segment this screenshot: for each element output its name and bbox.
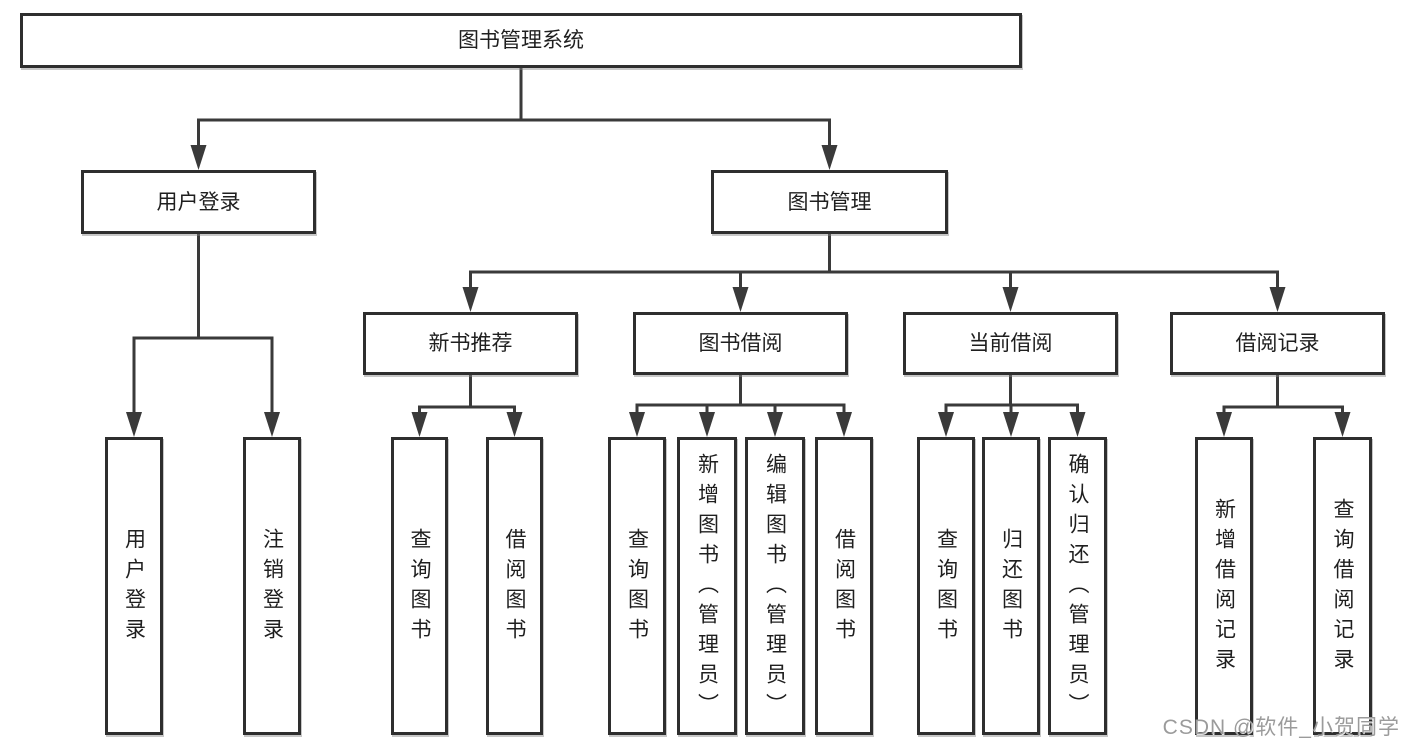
node-book-management-label: 图书管理 — [787, 190, 872, 214]
leaf-query-borrow-record-label: 查询借阅记录 — [1331, 498, 1354, 678]
leaf-logout: 注销登录 — [243, 437, 301, 735]
node-current-borrow: 当前借阅 — [903, 312, 1118, 375]
branch-user-login — [126, 234, 280, 437]
branch-book-management — [462, 234, 1286, 312]
leaf-query-borrow-record: 查询借阅记录 — [1313, 437, 1372, 735]
leaf-query-book-1: 查询图书 — [391, 437, 448, 735]
node-new-book-recommend: 新书推荐 — [363, 312, 578, 375]
leaf-confirm-return-admin: 确认归还（管理员） — [1048, 437, 1107, 735]
branch-root — [190, 68, 838, 170]
node-user-login-label: 用户登录 — [156, 190, 241, 214]
leaf-borrow-book-1: 借阅图书 — [486, 437, 543, 735]
leaf-add-borrow-record-label: 新增借阅记录 — [1212, 498, 1236, 678]
arrowhead-icon — [264, 412, 280, 437]
node-book-borrow-label: 图书借阅 — [698, 332, 783, 355]
leaf-borrow-book-2-label: 借阅图书 — [832, 528, 856, 648]
arrowhead-icon — [1003, 412, 1019, 437]
node-current-borrow-label: 当前借阅 — [968, 332, 1053, 355]
leaf-confirm-return-admin-label: 确认归还（管理员） — [1066, 453, 1089, 723]
arrowhead-icon — [1269, 287, 1286, 312]
leaf-return-book-label: 归还图书 — [999, 528, 1023, 648]
leaf-borrow-book-2: 借阅图书 — [815, 437, 873, 735]
leaf-logout-label: 注销登录 — [260, 528, 284, 648]
leaf-query-book-2: 查询图书 — [608, 437, 666, 735]
arrowhead-icon — [821, 145, 838, 170]
node-root-label: 图书管理系统 — [458, 29, 584, 52]
leaf-query-book-3: 查询图书 — [917, 437, 975, 735]
arrowhead-icon — [1216, 412, 1232, 437]
node-borrow-records: 借阅记录 — [1170, 312, 1385, 375]
branch-new-book-recommend — [411, 375, 523, 437]
arrowhead-icon — [732, 287, 749, 312]
arrowhead-icon — [1069, 412, 1086, 437]
arrowhead-icon — [836, 412, 852, 437]
arrowhead-icon — [506, 412, 523, 437]
leaf-query-book-1-label: 查询图书 — [408, 528, 431, 648]
leaf-return-book: 归还图书 — [982, 437, 1040, 735]
leaf-add-book-admin-label: 新增图书（管理员） — [695, 453, 719, 723]
branch-book-borrow — [629, 375, 852, 437]
csdn-watermark: CSDN @软件_小贺同学 — [1162, 716, 1400, 739]
node-book-management: 图书管理 — [711, 170, 948, 234]
arrowhead-icon — [1002, 287, 1019, 312]
node-user-login: 用户登录 — [81, 170, 316, 234]
leaf-query-book-2-label: 查询图书 — [625, 528, 649, 648]
leaf-borrow-book-1-label: 借阅图书 — [503, 528, 526, 648]
branch-current-borrow — [938, 375, 1086, 437]
arrowhead-icon — [629, 412, 645, 437]
leaf-user-login-label: 用户登录 — [122, 528, 146, 648]
arrowhead-icon — [126, 412, 142, 437]
node-new-book-recommend-label: 新书推荐 — [428, 332, 513, 355]
arrowhead-icon — [699, 412, 715, 437]
arrowhead-icon — [1334, 412, 1351, 437]
arrowhead-icon — [462, 287, 479, 312]
leaf-add-borrow-record: 新增借阅记录 — [1195, 437, 1253, 735]
leaf-query-book-3-label: 查询图书 — [934, 528, 958, 648]
leaf-user-login: 用户登录 — [105, 437, 163, 735]
arrowhead-icon — [767, 412, 783, 437]
arrowhead-icon — [190, 145, 207, 170]
leaf-add-book-admin: 新增图书（管理员） — [677, 437, 737, 735]
node-book-borrow: 图书借阅 — [633, 312, 848, 375]
leaf-edit-book-admin: 编辑图书（管理员） — [745, 437, 805, 735]
arrowhead-icon — [411, 412, 428, 437]
node-borrow-records-label: 借阅记录 — [1235, 332, 1320, 355]
branch-borrow-records — [1216, 375, 1351, 437]
arrowhead-icon — [938, 412, 954, 437]
node-root: 图书管理系统 — [20, 13, 1022, 68]
leaf-edit-book-admin-label: 编辑图书（管理员） — [763, 453, 787, 723]
